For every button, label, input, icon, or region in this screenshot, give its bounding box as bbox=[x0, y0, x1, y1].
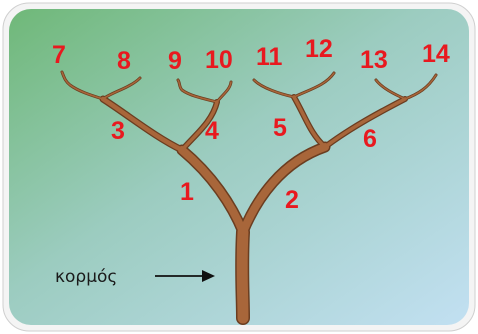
label-14: 14 bbox=[422, 40, 450, 68]
label-12: 12 bbox=[305, 35, 333, 63]
branch-labels: 1 2 3 4 5 6 7 8 9 10 11 12 13 14 bbox=[52, 35, 450, 214]
trunk-label: κορμός bbox=[55, 267, 117, 287]
label-2: 2 bbox=[285, 186, 299, 214]
label-5: 5 bbox=[273, 114, 287, 142]
label-7: 7 bbox=[52, 41, 66, 69]
tree bbox=[60, 70, 438, 325]
label-4: 4 bbox=[205, 117, 219, 145]
label-8: 8 bbox=[117, 47, 131, 75]
label-3: 3 bbox=[111, 117, 125, 145]
label-11: 11 bbox=[256, 43, 283, 71]
arrow-icon bbox=[155, 270, 215, 282]
label-1: 1 bbox=[180, 178, 194, 206]
label-6: 6 bbox=[363, 125, 377, 153]
label-10: 10 bbox=[205, 46, 233, 74]
label-13: 13 bbox=[360, 46, 388, 74]
label-9: 9 bbox=[168, 47, 182, 75]
